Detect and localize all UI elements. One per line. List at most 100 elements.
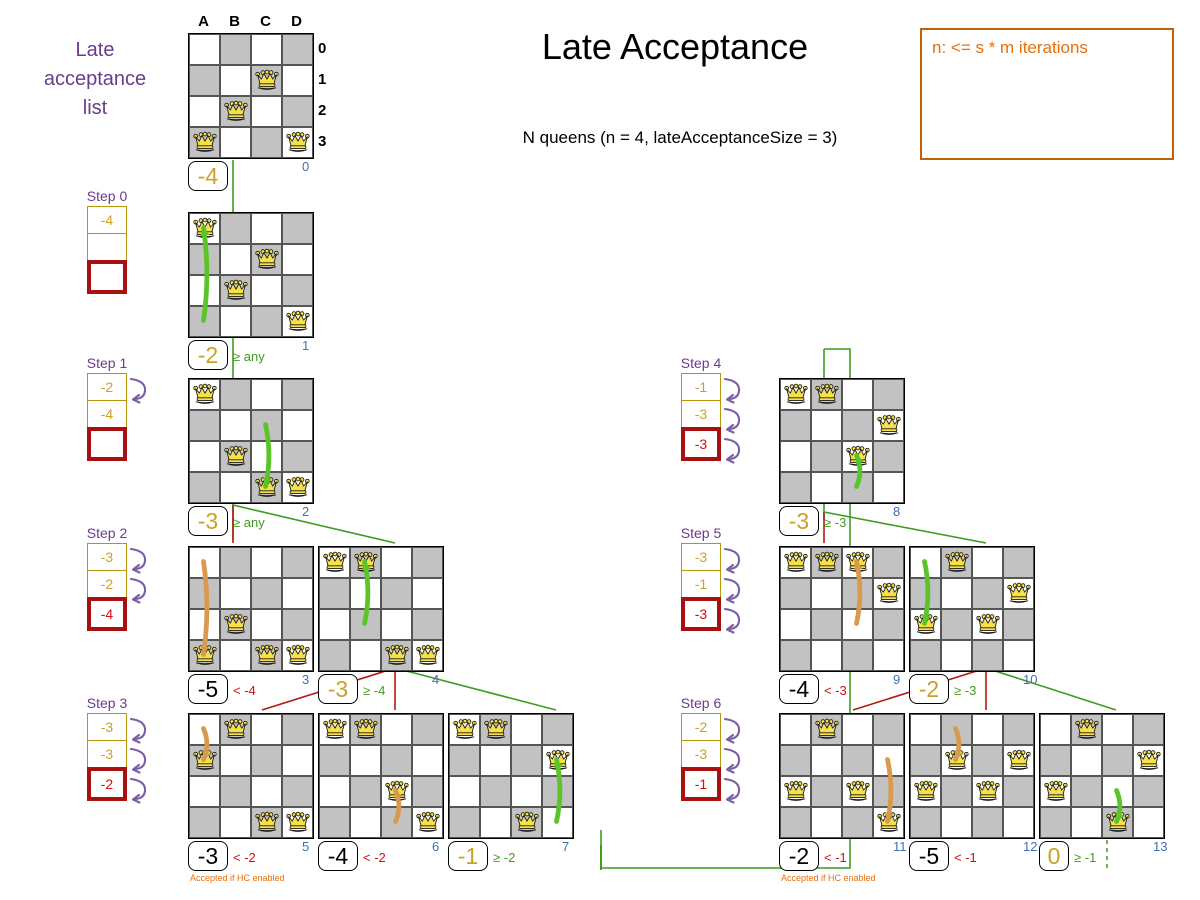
late-acceptance-rotate-arrow-icon xyxy=(723,747,741,774)
board-cell xyxy=(941,807,972,838)
panel-title-line-2: acceptance xyxy=(43,68,147,90)
queen-icon xyxy=(192,643,217,668)
queen-icon xyxy=(322,550,347,575)
board-grid xyxy=(188,378,314,504)
board-cell xyxy=(251,807,282,838)
queen-icon xyxy=(783,779,808,804)
late-acceptance-rotate-arrow-icon xyxy=(723,547,741,574)
board-grid xyxy=(909,713,1035,839)
step-title: Step 6 xyxy=(680,695,722,711)
late-acceptance-cells: -2-3-1 xyxy=(681,713,721,801)
board-cell xyxy=(811,379,842,410)
board-cell xyxy=(972,776,1003,807)
queen-icon xyxy=(814,550,839,575)
late-acceptance-arrow xyxy=(720,545,746,575)
board-cell xyxy=(220,609,251,640)
board-cell xyxy=(412,714,443,745)
board-cell xyxy=(780,776,811,807)
board-cell xyxy=(251,127,282,158)
board-cell xyxy=(972,578,1003,609)
board-grid xyxy=(779,713,905,839)
queen-icon xyxy=(285,810,310,835)
board-cell xyxy=(873,547,904,578)
board-grid xyxy=(188,212,314,338)
board-cell xyxy=(811,547,842,578)
board-cell xyxy=(842,472,873,503)
board-score-2: -3 xyxy=(188,506,228,536)
board-comparison-7: ≥ -2 xyxy=(493,850,516,865)
board-cell xyxy=(480,807,511,838)
board-cell xyxy=(412,776,443,807)
board-comparison-4: ≥ -4 xyxy=(363,683,386,698)
board-cell xyxy=(319,578,350,609)
queen-icon xyxy=(1006,748,1031,773)
board-cell xyxy=(780,410,811,441)
queen-icon xyxy=(223,444,248,469)
board-cell xyxy=(1003,807,1034,838)
board-cell xyxy=(220,640,251,671)
queen-icon xyxy=(845,779,870,804)
board-cell xyxy=(220,306,251,337)
late-acceptance-arrow xyxy=(720,775,746,805)
queen-icon xyxy=(483,717,508,742)
board-cell xyxy=(910,745,941,776)
board-cell xyxy=(220,34,251,65)
board-cell xyxy=(910,776,941,807)
board-cell xyxy=(1102,807,1133,838)
board-cell xyxy=(511,745,542,776)
board-cell xyxy=(282,213,313,244)
complexity-note-text: n: <= s * m iterations xyxy=(932,38,1088,57)
board-cell xyxy=(972,640,1003,671)
board-cell xyxy=(1003,776,1034,807)
late-acceptance-rotate-arrow-icon xyxy=(723,777,741,804)
board-cell xyxy=(282,745,313,776)
board-comparison-1: ≥ any xyxy=(233,349,265,364)
board-score-4: -3 xyxy=(318,674,358,704)
queen-icon xyxy=(384,643,409,668)
board-index-1: 1 xyxy=(302,338,310,353)
late-acceptance-rotate-arrow-icon xyxy=(723,437,741,464)
board-cell xyxy=(220,244,251,275)
board-comparison-13: ≥ -1 xyxy=(1074,850,1097,865)
page-subtitle: N queens (n = 4, lateAcceptanceSize = 3) xyxy=(522,128,838,147)
queen-icon xyxy=(783,382,808,407)
panel-title-line-3: list xyxy=(82,97,108,119)
board-index-13: 13 xyxy=(1153,839,1168,854)
board-cell xyxy=(1003,640,1034,671)
board-cell xyxy=(251,410,282,441)
board-cell xyxy=(873,410,904,441)
board-cell xyxy=(412,547,443,578)
late-acceptance-rotate-arrow-icon xyxy=(723,717,741,744)
late-acceptance-rotate-arrow-icon xyxy=(129,377,147,404)
board-cell xyxy=(1040,745,1071,776)
late-acceptance-arrow xyxy=(720,375,746,405)
board-cell xyxy=(282,714,313,745)
board-cell xyxy=(189,714,220,745)
queen-icon xyxy=(322,717,347,742)
board-cell xyxy=(282,410,313,441)
late-acceptance-current-box: -3 xyxy=(681,426,721,461)
board-cell xyxy=(189,578,220,609)
board-cell xyxy=(220,714,251,745)
late-acceptance-cell: -3 xyxy=(87,543,127,571)
board-cell xyxy=(780,472,811,503)
board-cell xyxy=(811,578,842,609)
board-index-2: 2 xyxy=(302,504,310,519)
board-cell xyxy=(910,578,941,609)
late-acceptance-rotate-arrow-icon xyxy=(723,577,741,604)
board-cell xyxy=(350,745,381,776)
board-cell xyxy=(381,609,412,640)
queen-icon xyxy=(845,550,870,575)
queen-icon xyxy=(285,643,310,668)
board-cell xyxy=(282,472,313,503)
board-cell xyxy=(381,807,412,838)
board-cell xyxy=(873,472,904,503)
late-acceptance-cell: -4 xyxy=(87,206,127,234)
late-acceptance-rotate-arrow-icon xyxy=(129,777,147,804)
board-cell xyxy=(1102,714,1133,745)
board-cell xyxy=(972,609,1003,640)
board-score-7: -1 xyxy=(448,841,488,871)
